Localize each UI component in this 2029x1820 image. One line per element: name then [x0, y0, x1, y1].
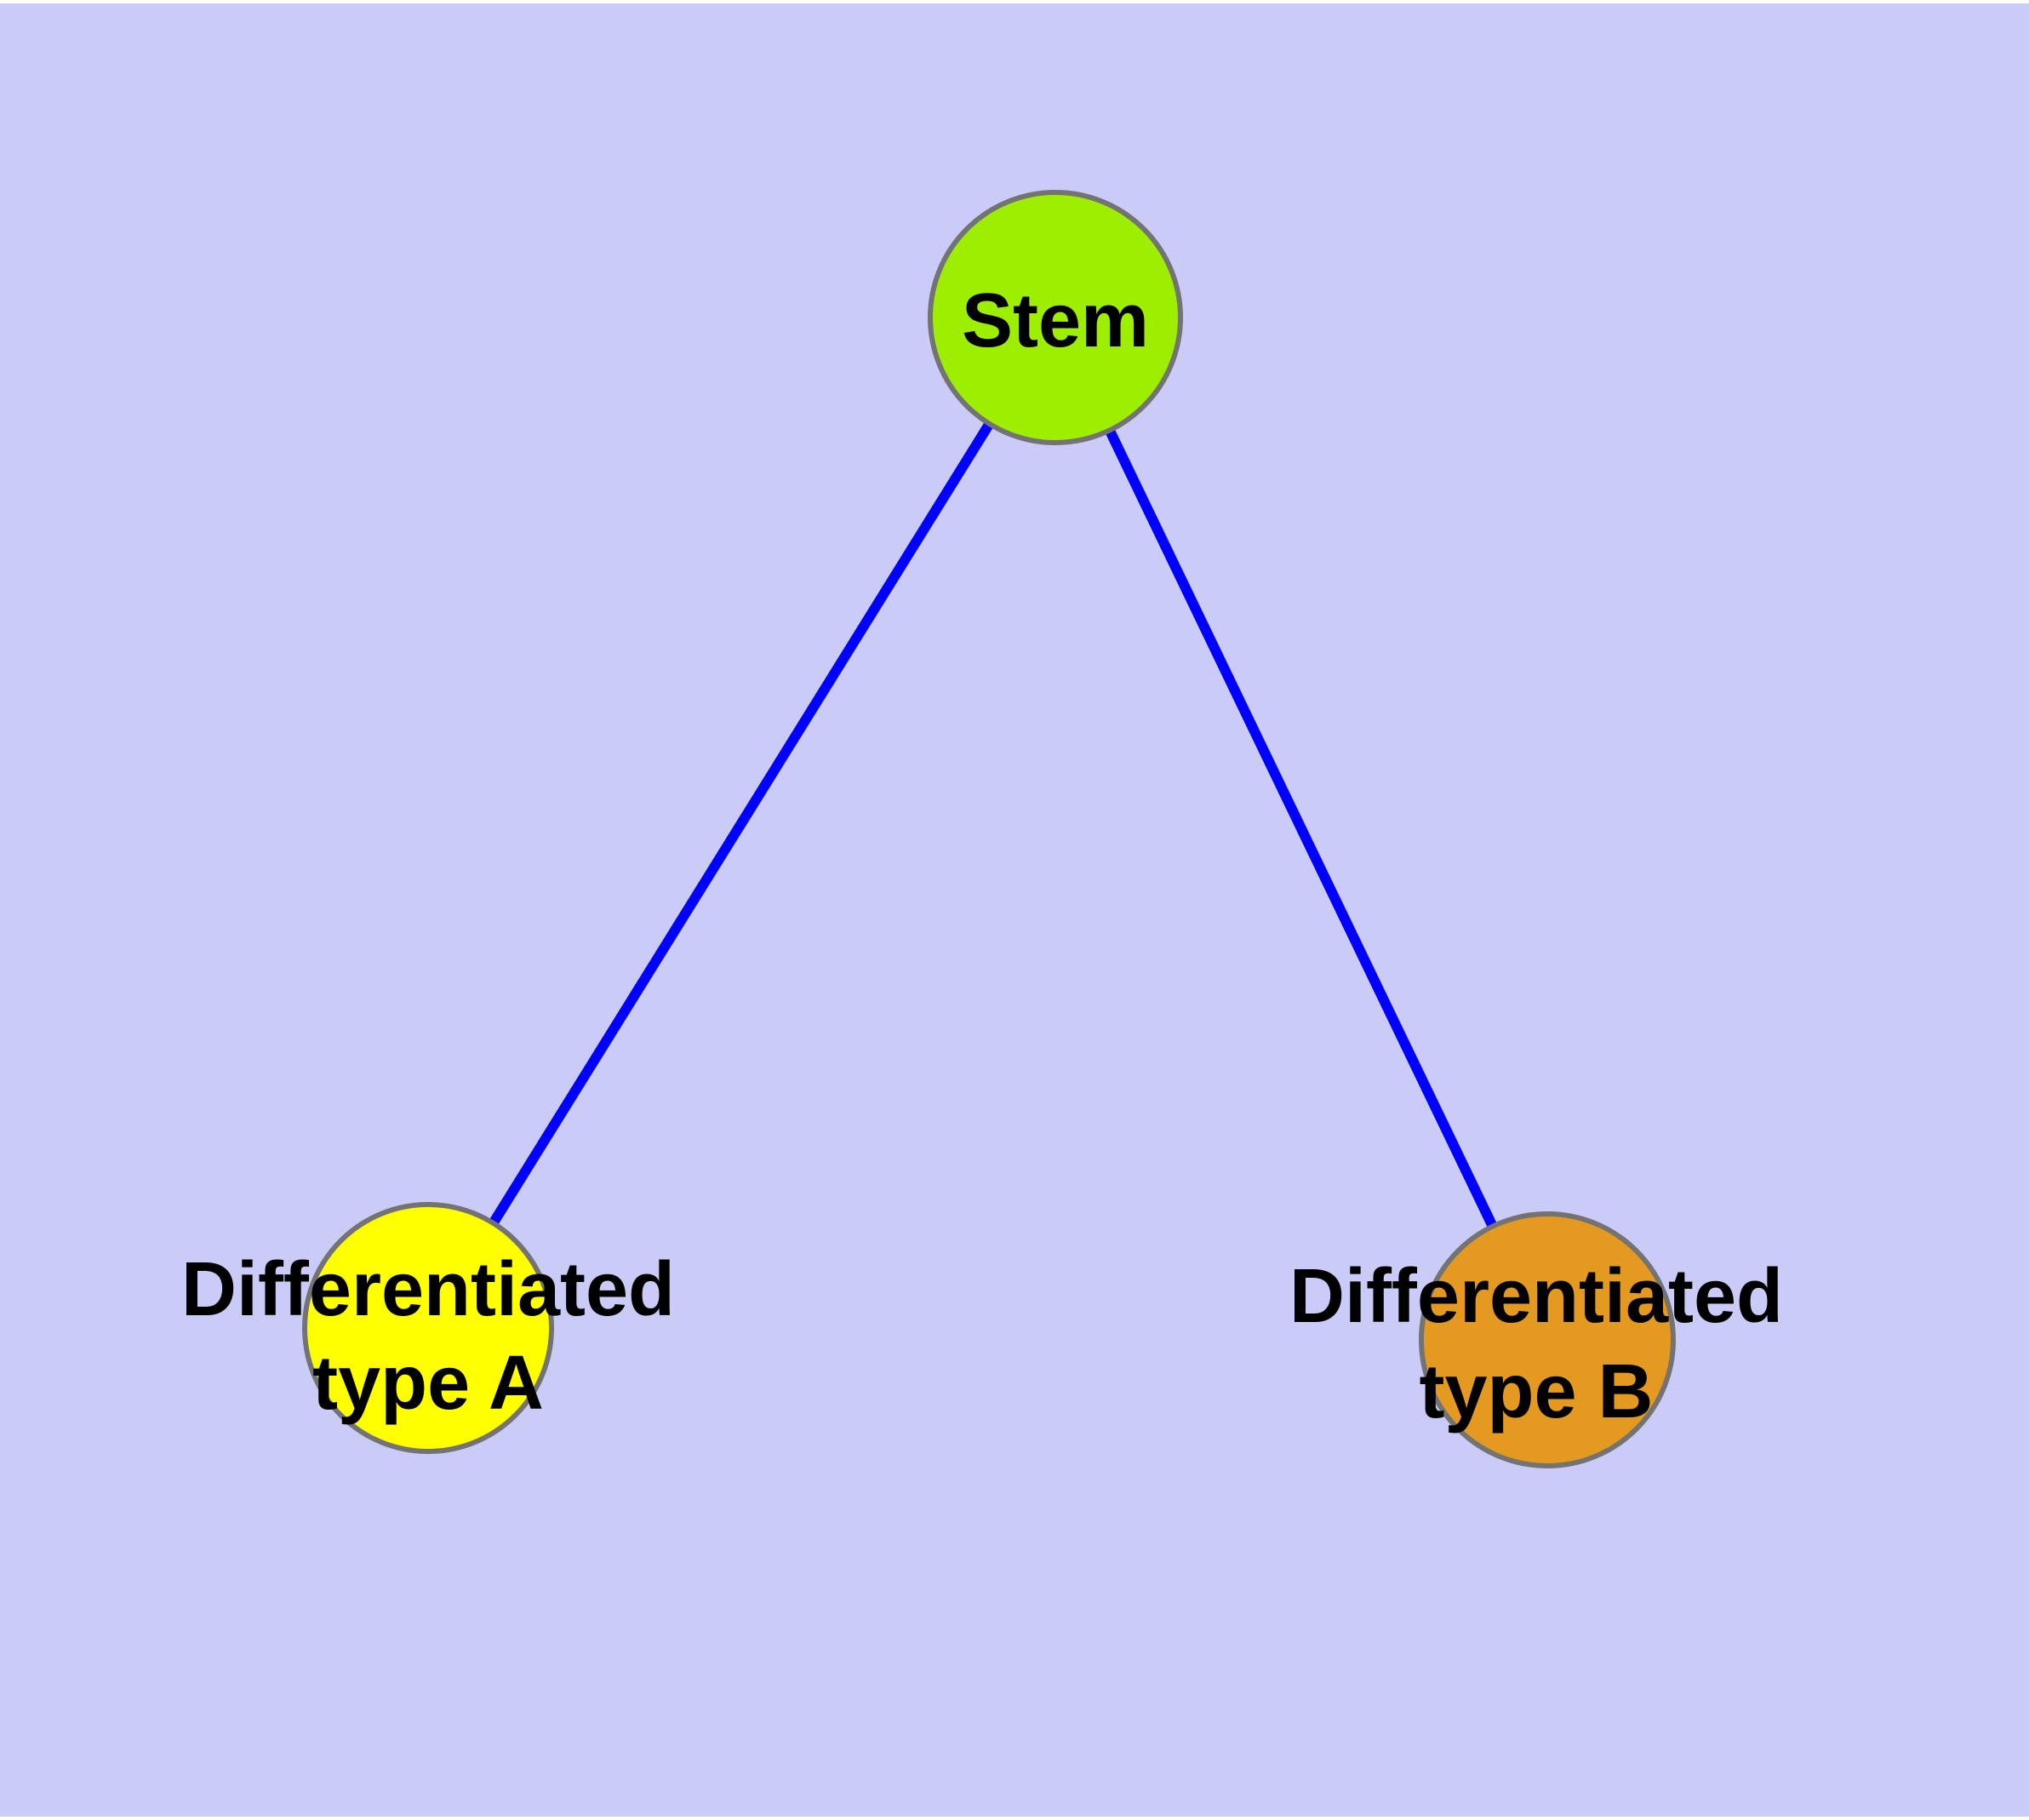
edge-stem-to-type-b — [1050, 315, 1552, 1342]
stem-node — [928, 190, 1183, 445]
type-b-node-label-line1: Differentiated — [1289, 1254, 1783, 1339]
type-a-node — [302, 1202, 554, 1454]
type-a-node-label-line1: Differentiated — [181, 1247, 675, 1332]
edge-stem-to-type-a — [423, 314, 1060, 1331]
type-b-node-label-line2: type B — [1419, 1349, 1653, 1434]
type-a-node-label-line2: type A — [312, 1341, 544, 1426]
stem-node-label: Stem — [962, 278, 1149, 363]
type-b-node — [1419, 1211, 1676, 1468]
